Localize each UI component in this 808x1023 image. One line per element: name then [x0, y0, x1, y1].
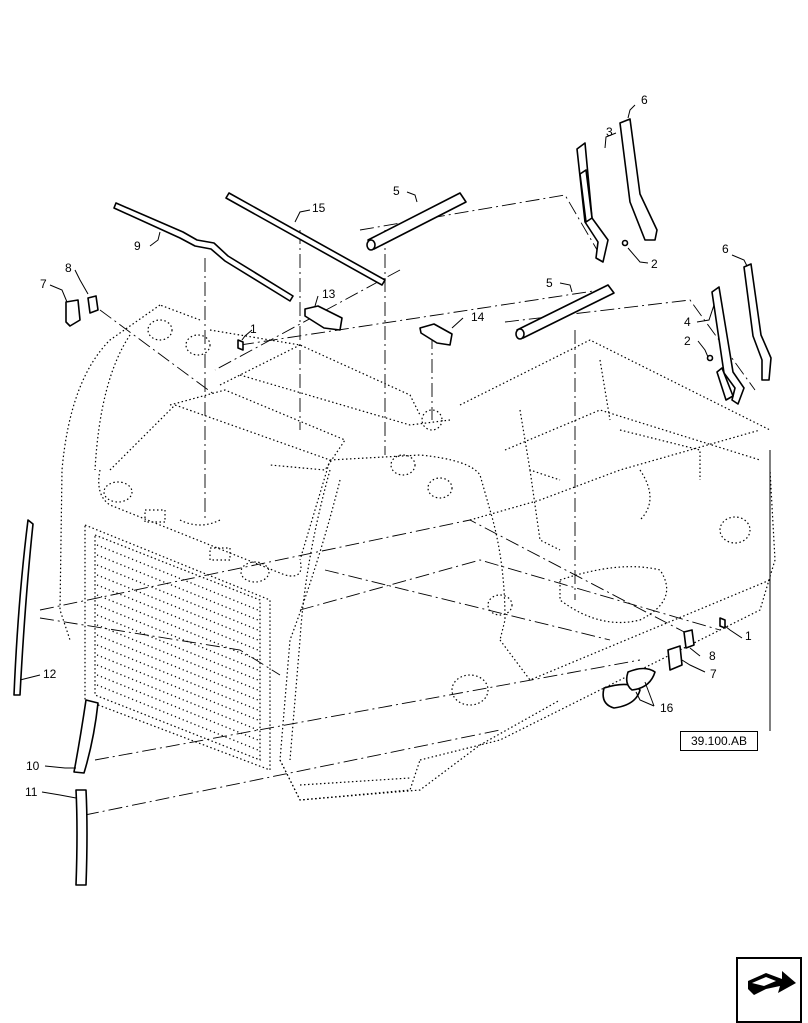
part-10-strip	[73, 699, 99, 774]
part-2-pins	[621, 239, 714, 362]
part-3-seal	[576, 142, 609, 263]
label-11: 11	[25, 785, 38, 799]
label-5b: 5	[546, 276, 553, 290]
label-6b: 6	[722, 242, 729, 256]
label-2b: 2	[684, 334, 691, 348]
part-5-upper-tube	[366, 192, 467, 251]
label-8a: 8	[65, 261, 72, 275]
exploded-parts-diagram: 1 1 2 2 3 4 5 5 6 6 7 7 8 8 9 10 11 12 1…	[13, 93, 776, 886]
part-12-strip	[13, 519, 34, 696]
label-8b: 8	[709, 649, 716, 663]
part-6-upper-seal	[619, 118, 658, 241]
label-6a: 6	[641, 93, 648, 107]
reference-link-box[interactable]: 39.100.AB	[680, 731, 758, 751]
callout-labels: 1 1 2 2 3 4 5 5 6 6 7 7 8 8 9 10 11 12 1…	[25, 93, 752, 799]
next-page-arrow-icon[interactable]	[736, 957, 802, 1023]
label-7b: 7	[710, 667, 717, 681]
part-5-lower-tube	[515, 284, 615, 340]
label-12: 12	[43, 667, 57, 681]
label-5a: 5	[393, 184, 400, 198]
label-9: 9	[134, 239, 141, 253]
part-14-bracket	[419, 323, 453, 346]
label-14: 14	[471, 310, 485, 324]
part-4-seal	[711, 286, 745, 405]
label-10: 10	[26, 759, 40, 773]
label-1a: 1	[250, 322, 257, 336]
label-4: 4	[684, 315, 691, 329]
machine-frame-outline	[59, 304, 776, 801]
label-15: 15	[312, 201, 326, 215]
assembly-lines	[39, 194, 771, 816]
part-7-8-upper-pads	[65, 295, 99, 327]
part-1-clips	[237, 339, 726, 629]
label-16: 16	[660, 701, 674, 715]
label-1b: 1	[745, 629, 752, 643]
part-16-mirror	[602, 667, 656, 709]
part-9-seal	[113, 202, 294, 302]
label-3: 3	[606, 125, 613, 139]
part-11-strip	[75, 789, 88, 886]
label-7a: 7	[40, 277, 47, 291]
label-2a: 2	[651, 257, 658, 271]
label-13: 13	[322, 287, 336, 301]
part-13-bracket	[304, 305, 343, 331]
part-6-lower-seal	[743, 263, 772, 381]
leader-lines	[19, 104, 771, 799]
part-15-rod	[225, 192, 386, 286]
part-7-8-lower-pads	[667, 629, 695, 671]
